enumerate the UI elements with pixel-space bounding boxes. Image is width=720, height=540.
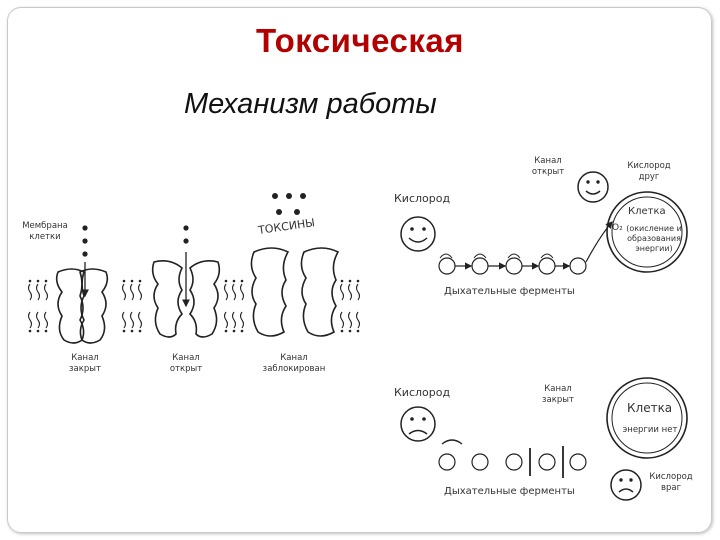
oxygen-enemy-label-line2: враг bbox=[660, 483, 682, 493]
top-cell-text-line1: (окисление и bbox=[626, 224, 682, 233]
slide-frame bbox=[7, 7, 712, 533]
channel-closed-molecules bbox=[82, 225, 88, 257]
bottom-channel-label-line2: закрыт bbox=[542, 395, 574, 405]
oxygen-friend-label: Кислород друг bbox=[618, 161, 680, 183]
smiley-oxygen-top bbox=[400, 216, 436, 252]
top-channel-label-line1: Канал bbox=[534, 156, 562, 166]
smiley-channel-top bbox=[577, 171, 609, 203]
slide-subtitle: Механизм работы bbox=[184, 88, 437, 120]
top-channel-label-line2: открыт bbox=[531, 167, 565, 177]
frowny-oxygen-bottom bbox=[400, 406, 436, 442]
top-channel-label: Канал открыт bbox=[526, 156, 570, 178]
channel-open-label-line2: открыт bbox=[169, 364, 203, 374]
membrane-label: Мембрана клетки bbox=[22, 221, 68, 243]
top-enzymes-label: Дыхательные ферменты bbox=[444, 286, 575, 297]
membrane-label-line1: Мембрана bbox=[22, 221, 68, 231]
top-right-diagram bbox=[400, 171, 688, 275]
bottom-cell-label: Клетка bbox=[627, 401, 673, 415]
frowny-enemy-bottom bbox=[610, 469, 642, 501]
oxygen-friend-label-line1: Кислород bbox=[627, 161, 671, 171]
bottom-enzymes-label: Дыхательные ферменты bbox=[444, 486, 575, 497]
channel-closed-label-line1: Канал bbox=[71, 353, 99, 363]
channel-blocked-label-line2: заблокирован bbox=[262, 364, 326, 374]
channel-open-label-line1: Канал bbox=[172, 353, 200, 363]
enzyme-chain-top bbox=[438, 221, 613, 275]
channel-open-molecules bbox=[183, 225, 189, 244]
arc-bottom bbox=[441, 439, 463, 445]
o2-label: O₂ bbox=[612, 223, 623, 233]
oxygen-enemy-label-line1: Кислород bbox=[649, 472, 693, 482]
membrane-channels-diagram bbox=[27, 193, 361, 344]
top-cell-text-line3: энергии) bbox=[635, 244, 673, 253]
channel-blocked-label: Канал заблокирован bbox=[256, 353, 332, 375]
top-cell-label: Клетка bbox=[628, 206, 666, 217]
oxygen-enemy-label: Кислород враг bbox=[646, 472, 696, 494]
bottom-channel-label-line1: Канал bbox=[544, 384, 572, 394]
membrane-label-line2: клетки bbox=[29, 232, 61, 242]
channel-closed-label: Канал закрыт bbox=[62, 353, 108, 375]
bottom-cell-text: энергии нет bbox=[622, 425, 678, 435]
membrane-lipids bbox=[27, 283, 361, 329]
enzyme-chain-bottom bbox=[438, 446, 587, 478]
top-cell-text-line2: образования bbox=[627, 234, 681, 243]
channel-blocked-label-line1: Канал bbox=[280, 353, 308, 363]
bottom-oxygen-label: Кислород bbox=[394, 386, 451, 399]
slide-title: Токсическая bbox=[255, 22, 464, 59]
channel-closed bbox=[55, 268, 109, 344]
channel-open bbox=[151, 260, 221, 338]
channel-blocked bbox=[250, 247, 340, 337]
cell-bottom bbox=[606, 377, 688, 459]
bottom-channel-label: Канал закрыт bbox=[536, 384, 580, 406]
toxin-dots bbox=[272, 193, 306, 215]
top-oxygen-label: Кислород bbox=[394, 192, 451, 205]
channel-open-label: Канал открыт bbox=[163, 353, 209, 375]
channel-closed-label-line2: закрыт bbox=[69, 364, 101, 374]
bottom-right-diagram bbox=[400, 377, 688, 501]
top-cell-text: (окисление и образования энергии) bbox=[620, 224, 688, 254]
cell-top bbox=[606, 191, 688, 273]
oxygen-friend-label-line2: друг bbox=[638, 172, 660, 182]
membrane-heads bbox=[28, 279, 360, 333]
